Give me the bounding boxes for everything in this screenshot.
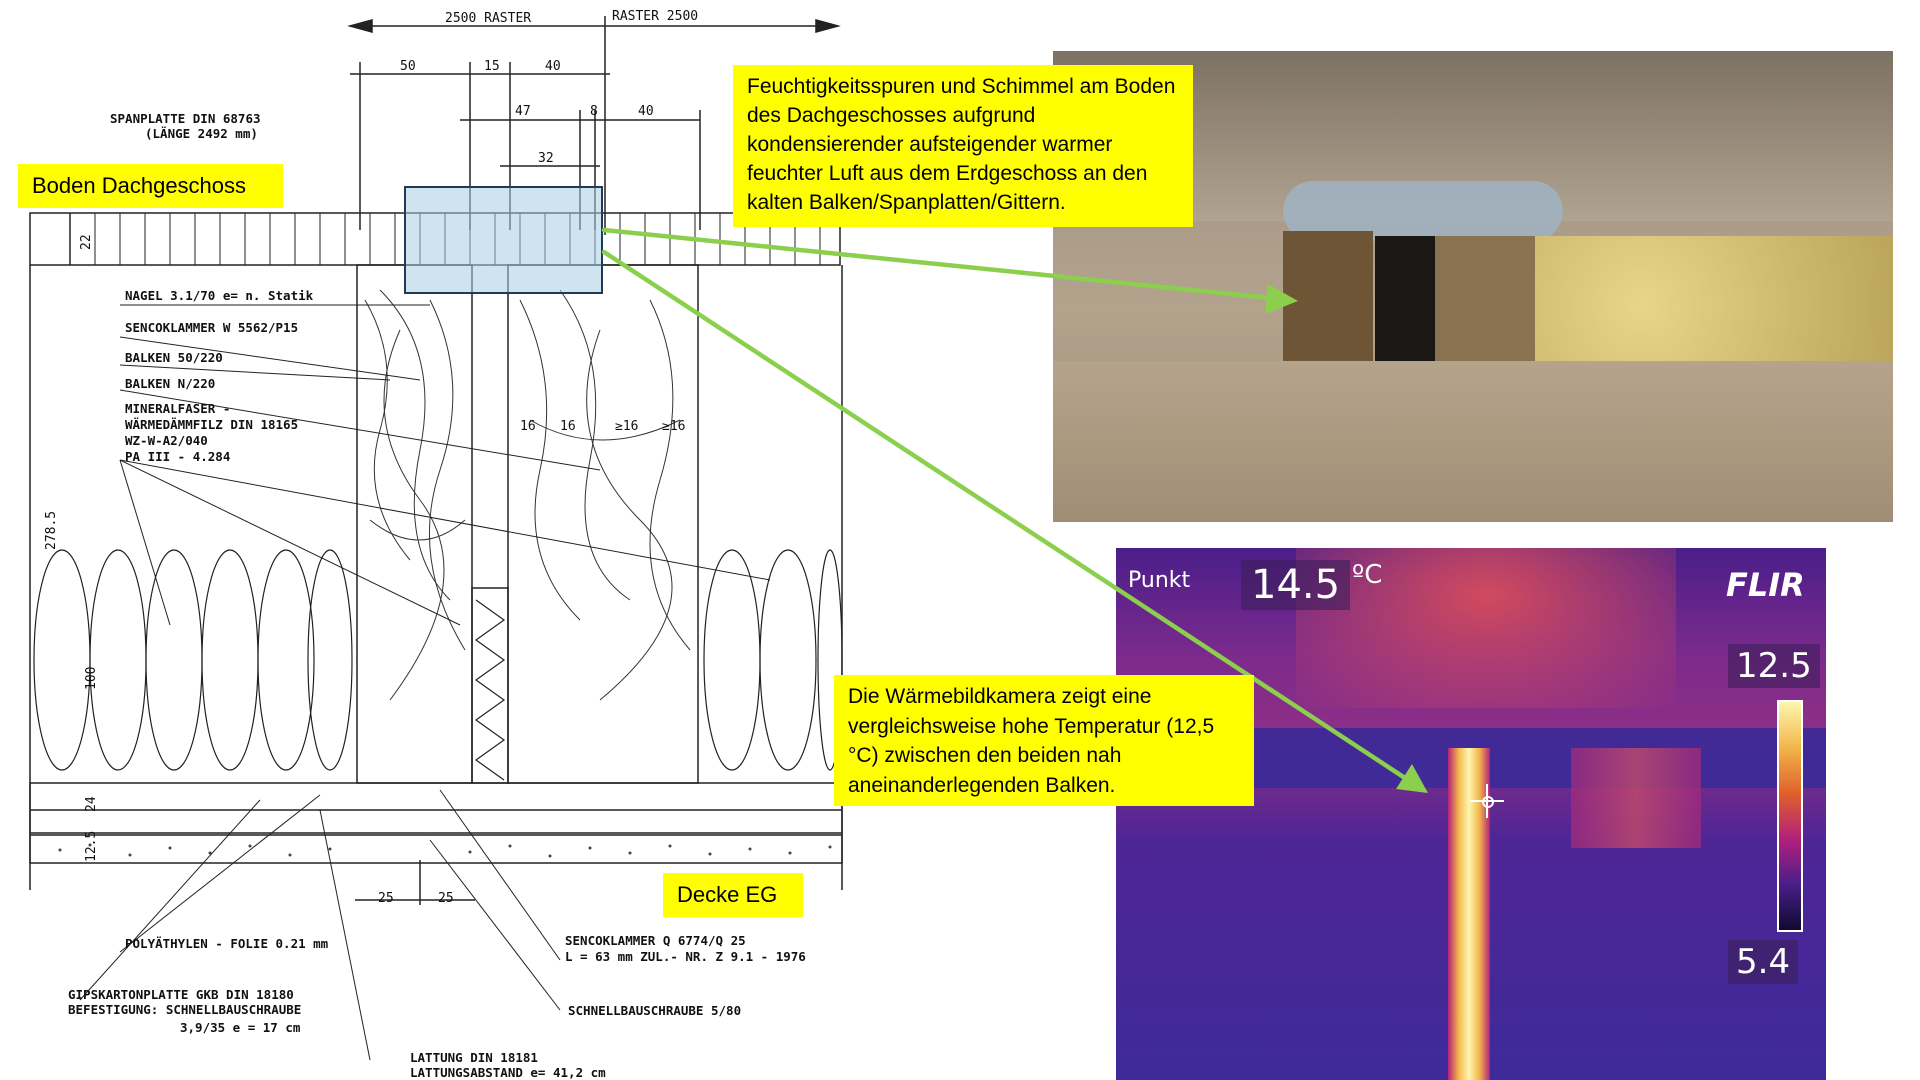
label-pa: PA III - 4.284 (125, 449, 230, 464)
label-sencoklammer-q: SENCOKLAMMER Q 6774/Q 25 (565, 933, 746, 948)
dim-16d: ≥16 (662, 419, 685, 434)
thermal-warm-area (1296, 548, 1676, 708)
callout-decke-eg: Decke EG (663, 873, 803, 917)
label-spanplatte-length: (LÄNGE 2492 mm) (145, 126, 258, 141)
dim-15: 15 (484, 59, 500, 74)
dim-22: 22 (79, 234, 94, 250)
attic-floor-photo (1053, 51, 1893, 522)
dim-16b: 16 (560, 419, 576, 434)
dim-40b: 40 (638, 104, 654, 119)
scale-max: 12.5 (1728, 644, 1820, 688)
photo-insulation (1535, 236, 1893, 376)
label-waermedaemm: WÄRMEDÄMMFILZ DIN 18165 (125, 417, 298, 432)
dim-25a: 25 (378, 891, 394, 906)
dim-100: 100 (84, 667, 99, 690)
punkt-label: Punkt (1128, 568, 1191, 593)
dim-16a: 16 (520, 419, 536, 434)
dim-278: 278.5 (44, 511, 59, 550)
scale-min: 5.4 (1728, 940, 1799, 984)
label-gipskarton: GIPSKARTONPLATTE GKB DIN 18180 (68, 987, 294, 1002)
label-sencoklammer-zul: L = 63 mm ZUL.- NR. Z 9.1 - 1976 (565, 949, 806, 964)
dim-40a: 40 (545, 59, 561, 74)
thermal-warm-gap-2 (1571, 748, 1701, 848)
dim-125: 12.5 (84, 831, 99, 862)
arrow-to-thermal (601, 249, 1408, 781)
label-mineralfaser: MINERALFASER - (125, 401, 230, 416)
label-befestigung: BEFESTIGUNG: SCHNELLBAUSCHRAUBE (68, 1002, 301, 1017)
arrowhead-photo (1265, 284, 1298, 314)
dim-8: 8 (590, 104, 598, 119)
temperature-scale-bar (1777, 700, 1803, 932)
dim-raster-left: 2500 RASTER (445, 11, 531, 26)
callout-thermal: Die Wärmebildkamera zeigt eine vergleich… (834, 675, 1254, 806)
callout-moisture: Feuchtigkeitsspuren und Schimmel am Bode… (733, 65, 1193, 227)
label-lattungsabstand: LATTUNGSABSTAND e= 41,2 cm (410, 1065, 606, 1080)
photo-beam-2 (1435, 236, 1535, 366)
arrow-to-photo (601, 227, 1273, 301)
label-balken-n: BALKEN N/220 (125, 376, 215, 391)
callout-boden-dachgeschoss: Boden Dachgeschoss (18, 164, 283, 208)
arrowhead-thermal (1396, 764, 1428, 793)
photo-beam (1283, 231, 1373, 361)
label-wzw: WZ-W-A2/040 (125, 433, 208, 448)
label-lattung: LATTUNG DIN 18181 (410, 1050, 538, 1065)
dim-raster-right: RASTER 2500 (612, 9, 698, 24)
punkt-value: 14.5 (1241, 560, 1351, 610)
label-schraube-size: 3,9/35 e = 17 cm (180, 1020, 301, 1035)
dim-50: 50 (400, 59, 416, 74)
construction-drawing: 2500 RASTER RASTER 2500 50 15 40 47 8 40… (29, 9, 843, 1080)
label-spanplatte: SPANPLATTE DIN 68763 (110, 111, 261, 126)
crosshair-icon (1470, 784, 1504, 818)
dim-47: 47 (515, 104, 531, 119)
label-polyethylen: POLYÄTHYLEN - FOLIE 0.21 mm (125, 936, 329, 951)
label-nagel: NAGEL 3.1/70 e= n. Statik (125, 288, 314, 303)
photo-board-bottom (1053, 361, 1893, 522)
label-schnellbau: SCHNELLBAUSCHRAUBE 5/80 (568, 1003, 741, 1018)
thermal-image: Punkt 14.5 ºC FLIR 12.5 5.4 (1116, 548, 1826, 1080)
highlight-box (404, 186, 603, 294)
dim-16c: ≥16 (615, 419, 638, 434)
photo-gap (1375, 236, 1435, 366)
label-balken-50: BALKEN 50/220 (125, 350, 223, 365)
label-sencoklammer: SENCOKLAMMER W 5562/P15 (125, 320, 298, 335)
dim-24: 24 (84, 796, 99, 812)
dim-25b: 25 (438, 891, 454, 906)
unit-label: ºC (1352, 560, 1383, 590)
flir-logo: FLIR (1726, 566, 1805, 604)
dim-32: 32 (538, 151, 554, 166)
